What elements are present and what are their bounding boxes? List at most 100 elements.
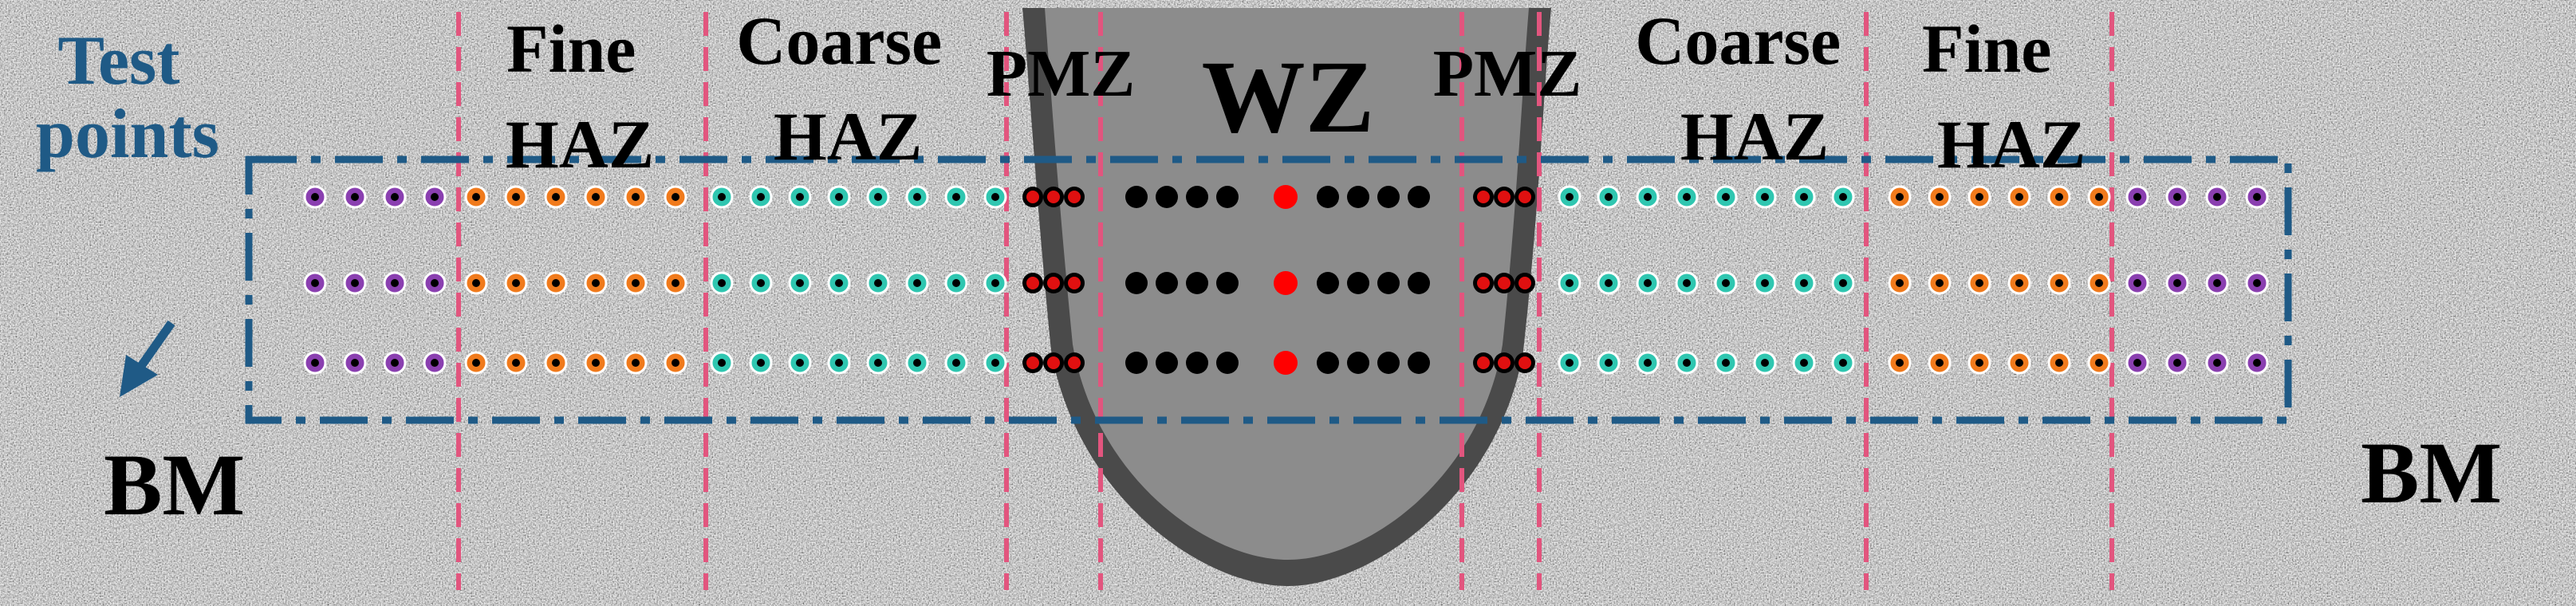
coarse-haz-test-point-core xyxy=(835,193,843,201)
pmz-test-point-core xyxy=(1068,277,1081,289)
test-points-label: Test points xyxy=(36,22,219,173)
pmz-test-point-core xyxy=(1047,277,1060,289)
pmz-right-label: PMZ xyxy=(1433,37,1582,111)
pmz-test-point-core xyxy=(1026,356,1039,369)
coarse-haz-test-point-core xyxy=(991,359,999,367)
pmz-test-point-core xyxy=(1026,191,1039,203)
coarse-haz-test-point-core xyxy=(796,279,804,287)
bm-test-point-core xyxy=(391,359,399,367)
fine-haz-test-point-core xyxy=(512,359,520,367)
fine-haz-test-point-core xyxy=(632,193,640,201)
pmz-test-point-core xyxy=(1068,356,1081,369)
bm-test-point-core xyxy=(2213,359,2221,367)
fine-haz-test-point-core xyxy=(1896,193,1904,201)
fine-haz-test-point-core xyxy=(632,359,640,367)
pmz-test-point-core xyxy=(1047,191,1060,203)
fine-haz-test-point-core xyxy=(1936,359,1944,367)
bm-test-point-core xyxy=(431,193,439,201)
wz-test-point xyxy=(1156,186,1178,208)
fine-haz-test-point-core xyxy=(2015,193,2023,201)
wz-center-test-point xyxy=(1274,271,1298,295)
coarse-haz-test-point-core xyxy=(913,279,921,287)
coarse-haz-test-point-core xyxy=(1605,359,1613,367)
bm-test-point-core xyxy=(431,279,439,287)
bm-test-point-core xyxy=(391,193,399,201)
pmz-test-point-core xyxy=(1518,191,1531,203)
pmz-test-point-core xyxy=(1477,191,1490,203)
coarse-haz-test-point-core xyxy=(1644,359,1652,367)
coarse-haz-test-point-core xyxy=(874,279,882,287)
fine-haz-test-point-core xyxy=(2055,193,2063,201)
wz-test-point xyxy=(1216,186,1239,208)
pmz-test-point-core xyxy=(1047,356,1060,369)
coarse-haz-test-point-core xyxy=(874,193,882,201)
coarse-haz-test-point-core xyxy=(757,279,765,287)
bm-test-point-core xyxy=(2253,193,2261,201)
bm-test-point-core xyxy=(2213,279,2221,287)
coarse-haz-test-point-core xyxy=(913,359,921,367)
wz-test-point xyxy=(1408,186,1430,208)
wz-test-point xyxy=(1186,352,1208,374)
coarse-haz-test-point-core xyxy=(1605,279,1613,287)
wz-test-point xyxy=(1317,272,1339,294)
wz-test-point xyxy=(1186,272,1208,294)
wz-test-point xyxy=(1347,352,1369,374)
bm-right-label: BM xyxy=(2361,424,2502,521)
coarse-haz-test-point-core xyxy=(757,193,765,201)
fine-haz-test-point-core xyxy=(672,359,679,367)
fine-haz-test-point-core xyxy=(2095,279,2103,287)
bm-test-point-core xyxy=(431,359,439,367)
pmz-test-point-core xyxy=(1477,356,1490,369)
coarse-haz-test-point-core xyxy=(1566,359,1574,367)
wz-test-point xyxy=(1186,186,1208,208)
wz-test-point xyxy=(1125,352,1148,374)
bm-test-point-core xyxy=(311,279,319,287)
wz-center-test-point xyxy=(1274,185,1298,209)
fine-haz-test-point-core xyxy=(2055,279,2063,287)
coarse-haz-test-point-core xyxy=(1800,279,1808,287)
wz-test-point xyxy=(1317,186,1339,208)
bm-test-point-core xyxy=(2133,359,2141,367)
fine-haz-test-point-core xyxy=(552,279,560,287)
zone-boundaries xyxy=(456,12,2114,590)
coarse-haz-test-point-core xyxy=(1761,193,1769,201)
coarse-haz-test-point-core xyxy=(1800,193,1808,201)
wz-test-point xyxy=(1377,352,1400,374)
pmz-test-point-core xyxy=(1498,356,1511,369)
coarse-haz-test-point-core xyxy=(991,279,999,287)
fine-haz-test-point-core xyxy=(632,279,640,287)
fine-haz-test-point-core xyxy=(2015,359,2023,367)
fine-haz-test-point-core xyxy=(1975,193,1983,201)
coarse-haz-test-point-core xyxy=(1722,193,1730,201)
pmz-test-point-core xyxy=(1518,356,1531,369)
pmz-test-point-core xyxy=(1498,191,1511,203)
coarse-haz-test-point-core xyxy=(718,279,726,287)
wz-test-point xyxy=(1377,272,1400,294)
fine-haz-test-point-core xyxy=(2055,359,2063,367)
coarse-haz-test-point-core xyxy=(1644,193,1652,201)
fine-haz-test-point-core xyxy=(672,279,679,287)
coarse-haz-test-point-core xyxy=(1761,359,1769,367)
coarse-haz-test-point-core xyxy=(796,359,804,367)
fine-haz-test-point-core xyxy=(2095,359,2103,367)
coarse-haz-test-point-core xyxy=(1683,359,1691,367)
wz-test-point xyxy=(1377,186,1400,208)
test-points-box xyxy=(245,155,2292,424)
bm-test-point-core xyxy=(351,193,359,201)
fine-haz-test-point-core xyxy=(1936,279,1944,287)
fine-haz-test-point-core xyxy=(472,279,480,287)
wz-test-point xyxy=(1216,272,1239,294)
coarse-haz-test-point-core xyxy=(1761,279,1769,287)
bm-test-point-core xyxy=(2253,359,2261,367)
bm-test-point-core xyxy=(311,359,319,367)
coarse-haz-test-point-core xyxy=(796,193,804,201)
coarse-haz-test-point-core xyxy=(952,359,960,367)
wz-test-point xyxy=(1125,272,1148,294)
fine-haz-test-point-core xyxy=(472,359,480,367)
fine-haz-test-point-core xyxy=(672,193,679,201)
coarse-haz-test-point-core xyxy=(874,359,882,367)
wz-test-point xyxy=(1408,272,1430,294)
fine-haz-test-point-core xyxy=(512,279,520,287)
wz-test-point xyxy=(1125,186,1148,208)
